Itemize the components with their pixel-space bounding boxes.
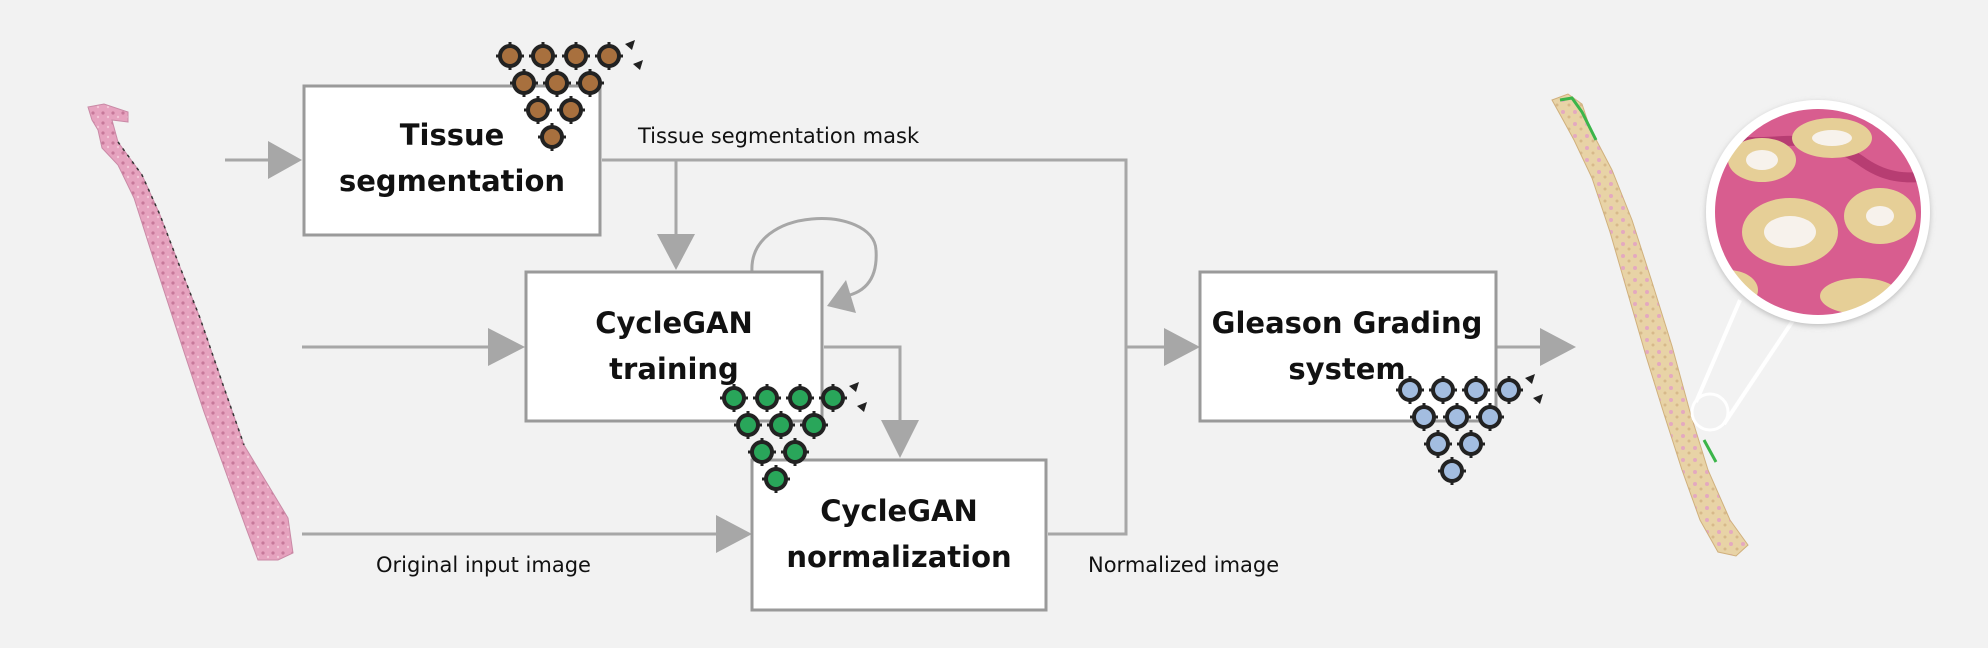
network-node	[526, 98, 550, 122]
arrowhead	[268, 141, 302, 179]
network-node	[1497, 378, 1521, 402]
network-node	[755, 386, 779, 410]
network-node	[1445, 405, 1469, 429]
network-node	[1478, 405, 1502, 429]
zoom-inset	[1706, 100, 1930, 324]
network-node	[1459, 432, 1483, 456]
network-node	[578, 71, 602, 95]
arrowhead	[827, 280, 856, 313]
network-node	[540, 125, 564, 149]
network-node	[769, 413, 793, 437]
network-node	[1431, 378, 1455, 402]
arrowhead	[1540, 328, 1576, 366]
box-label-line2: training	[609, 352, 739, 386]
arrowhead	[1164, 328, 1200, 366]
gleason-network-icon	[1396, 374, 1543, 485]
box-label-line1: Tissue	[400, 118, 505, 152]
network-node	[722, 386, 746, 410]
cyclegan-network-icon	[720, 382, 867, 493]
network-node	[750, 440, 774, 464]
edge-label-mask: Tissue segmentation mask	[637, 124, 920, 148]
network-output-arrows	[1525, 374, 1543, 404]
segmentation-network-icon	[496, 40, 643, 151]
arrow-training-to-normalization	[824, 345, 902, 424]
zoom-source-circle	[1690, 392, 1730, 432]
box-label-line1: CycleGAN	[820, 494, 978, 528]
network-node	[512, 71, 536, 95]
network-node	[1464, 378, 1488, 402]
network-node	[1398, 378, 1422, 402]
connectors	[225, 141, 1576, 553]
box-tissue-segmentation: Tissue segmentation	[302, 84, 602, 237]
box-label-line2: system	[1288, 352, 1405, 386]
training-loop	[750, 217, 878, 299]
network-node	[559, 98, 583, 122]
arrowhead	[716, 515, 752, 553]
network-node	[1426, 432, 1450, 456]
network-node	[821, 386, 845, 410]
network-node	[802, 413, 826, 437]
edge-label-normalized: Normalized image	[1088, 553, 1279, 577]
network-node	[545, 71, 569, 95]
network-node	[498, 44, 522, 68]
network-output-arrows	[625, 40, 643, 70]
network-node	[1412, 405, 1436, 429]
box-cyclegan-training: CycleGAN training	[524, 270, 824, 423]
network-node	[531, 44, 555, 68]
network-node	[764, 467, 788, 491]
box-label-line1: Gleason Grading	[1212, 306, 1483, 340]
box-label-line2: normalization	[786, 540, 1011, 574]
arrowhead	[488, 328, 525, 366]
box-label-line1: CycleGAN	[595, 306, 753, 340]
arrowhead	[657, 234, 695, 270]
box-gleason-grading: Gleason Grading system	[1198, 270, 1498, 423]
network-node	[788, 386, 812, 410]
network-node	[783, 440, 807, 464]
network-node	[597, 44, 621, 68]
box-label-line2: segmentation	[339, 164, 565, 198]
network-output-arrows	[849, 382, 867, 412]
box-cyclegan-normalization: CycleGAN normalization	[750, 458, 1048, 612]
output-graded-biopsy-image	[1551, 93, 1802, 557]
arrowhead	[881, 420, 919, 458]
network-node	[1440, 459, 1464, 483]
edge-label-original: Original input image	[376, 553, 591, 577]
network-node	[564, 44, 588, 68]
input-biopsy-image	[87, 103, 294, 561]
network-node	[736, 413, 760, 437]
